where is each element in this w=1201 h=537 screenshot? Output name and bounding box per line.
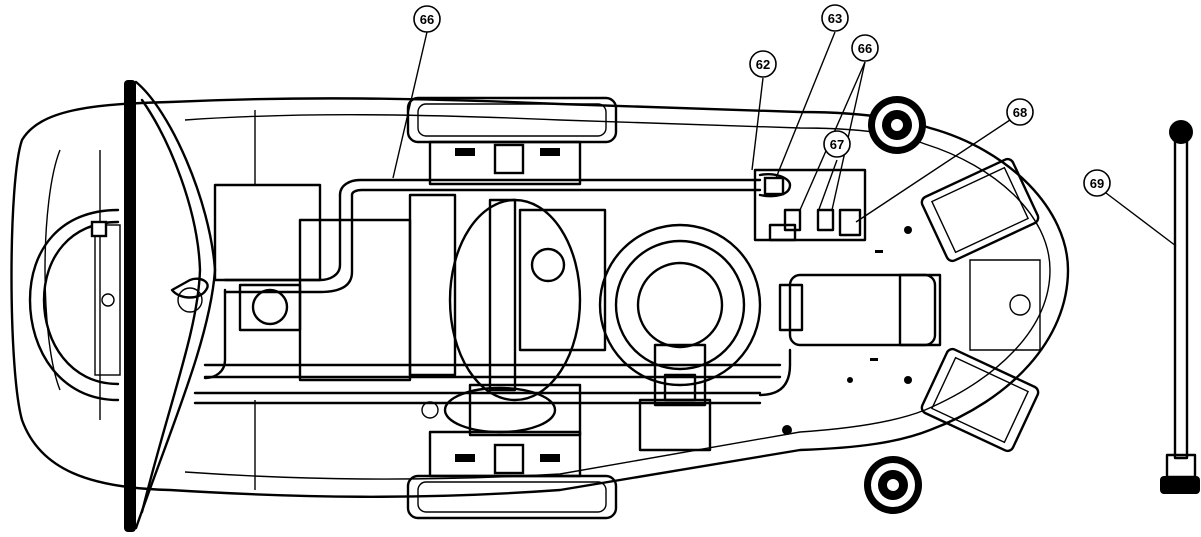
callout-66-right: 66 (851, 34, 879, 62)
valve-cluster (753, 168, 867, 242)
caster-bottom (864, 456, 922, 514)
svg-text:63: 63 (828, 11, 842, 26)
leader-lines (392, 31, 1177, 247)
callout-63: 63 (821, 4, 849, 32)
svg-text:68: 68 (1013, 105, 1027, 120)
svg-text:66: 66 (858, 41, 872, 56)
pipes (193, 178, 792, 405)
svg-text:66: 66 (420, 12, 434, 27)
svg-text:67: 67 (830, 137, 844, 152)
callout-67: 67 (823, 130, 851, 158)
front-bumper (124, 80, 217, 532)
callout-66-left: 66 (413, 5, 441, 33)
wheel-top (406, 96, 618, 186)
battery-block (778, 273, 942, 347)
svg-text:62: 62 (756, 57, 770, 72)
antenna-rod (1160, 120, 1200, 494)
motor-assembly (213, 183, 762, 452)
callout-62: 62 (749, 50, 777, 78)
wheel-bottom (406, 401, 618, 520)
callout-69: 69 (1083, 169, 1111, 197)
caster-top (868, 96, 926, 154)
mount-holes (782, 226, 912, 435)
callout-68: 68 (1006, 98, 1034, 126)
front-handle (28, 208, 121, 402)
rear-speakers (920, 157, 1041, 453)
svg-text:69: 69 (1090, 176, 1104, 191)
